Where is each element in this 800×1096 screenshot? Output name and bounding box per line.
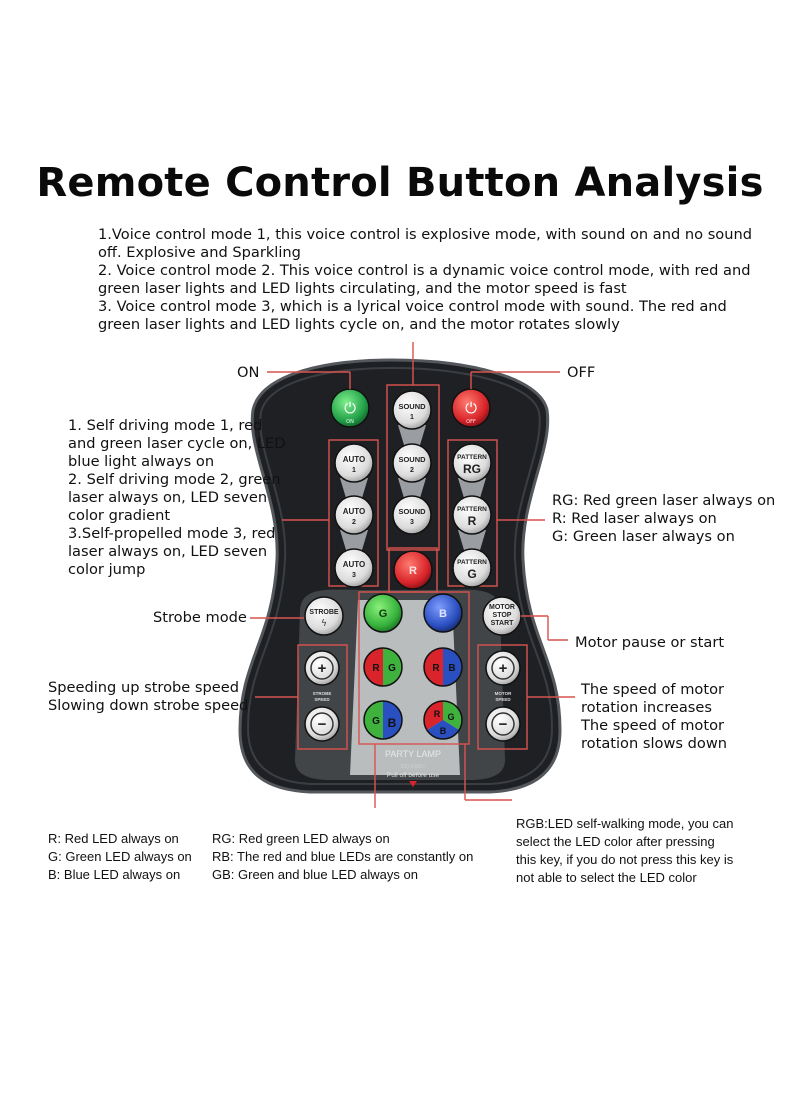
minus-icon: − — [499, 716, 508, 733]
svg-text:3: 3 — [410, 519, 414, 526]
svg-text:B: B — [439, 608, 447, 620]
strobe-speed-label-bottom: SPEED — [314, 697, 330, 702]
svg-text:SOUND: SOUND — [398, 402, 426, 411]
voice-mode-3-text: 3. Voice control mode 3, which is a lyri… — [98, 298, 727, 333]
svg-text:R: R — [468, 514, 477, 528]
page-title: Remote Control Button Analysis — [36, 160, 764, 206]
svg-text:B: B — [388, 716, 397, 730]
motor-pause-callout: Motor pause or start — [575, 634, 725, 651]
motor-speed-minus-button[interactable]: − — [485, 706, 521, 742]
motor-speed-label-bottom: SPEED — [495, 697, 511, 702]
pattern-rg-button[interactable]: PATTERN RG — [452, 443, 492, 483]
svg-text:R: R — [432, 663, 440, 674]
svg-text:R: R — [409, 565, 417, 577]
plus-icon: + — [318, 660, 327, 677]
motor-speed-label-top: MOTOR — [495, 691, 512, 696]
svg-text:B: B — [448, 663, 455, 674]
voice-mode-2-text: 2. Voice control mode 2. This voice cont… — [98, 262, 751, 297]
auto-3-button[interactable]: AUTO 3 — [334, 548, 374, 588]
pattern-g-button[interactable]: PATTERN G — [452, 548, 492, 588]
svg-text:AUTO: AUTO — [343, 560, 366, 569]
callout-lines — [250, 342, 575, 808]
led-rg-button[interactable]: R G — [363, 647, 403, 687]
power-icon: ⏻ — [465, 399, 477, 417]
led-rb-button[interactable]: R B — [423, 647, 463, 687]
svg-text:R: R — [434, 709, 441, 719]
led-single-callout: R: Red LED always on G: Green LED always… — [48, 831, 192, 882]
lightning-icon: ϟ — [321, 619, 327, 629]
led-b-button[interactable]: B — [423, 593, 463, 633]
self-driving-callout: 1. Self driving mode 1, red and green la… — [68, 417, 286, 578]
svg-text:G: G — [447, 712, 454, 722]
svg-text:MOTOR: MOTOR — [489, 604, 515, 611]
motor-speed-callout: The speed of motor rotation increases Th… — [581, 681, 728, 752]
pull-tab-arrow-icon — [409, 781, 417, 787]
off-button-sub-label: OFF — [466, 419, 476, 425]
svg-text:SOUND: SOUND — [398, 507, 426, 516]
svg-text:2: 2 — [352, 519, 356, 526]
voice-mode-1-text: 1.Voice control mode 1, this voice contr… — [98, 226, 753, 261]
on-button-sub-label: ON — [346, 419, 354, 425]
sound-3-button[interactable]: SOUND 3 — [392, 495, 432, 535]
svg-text:G: G — [372, 716, 380, 727]
on-button[interactable]: ⏻ ON — [330, 388, 370, 428]
minus-icon: − — [318, 716, 327, 733]
voice-mode-description: 1.Voice control mode 1, this voice contr… — [98, 226, 768, 334]
motor-speed-plus-button[interactable]: + — [485, 650, 521, 686]
led-rgb-button[interactable]: R G B — [423, 700, 463, 740]
motor-stop-start-button[interactable]: MOTOR STOP START — [482, 596, 522, 636]
svg-text:PATTERN: PATTERN — [457, 454, 487, 461]
svg-text:AUTO: AUTO — [343, 455, 366, 464]
strobe-speed-callout: Speeding up strobe speed Slowing down st… — [48, 679, 249, 714]
svg-text:G: G — [467, 567, 476, 581]
svg-text:STOP: STOP — [493, 612, 512, 619]
strobe-speed-minus-button[interactable]: − — [304, 706, 340, 742]
model-label: DQ-R99C — [401, 764, 425, 770]
svg-text:B: B — [440, 726, 447, 736]
auto-1-button[interactable]: AUTO 1 — [334, 443, 374, 483]
plus-icon: + — [499, 660, 508, 677]
led-g-button[interactable]: G — [363, 593, 403, 633]
remote-inner-rim — [246, 366, 554, 785]
svg-text:R: R — [372, 663, 380, 674]
strobe-speed-label-top: STROBE — [313, 691, 332, 696]
svg-text:1: 1 — [352, 467, 356, 474]
sound-1-button[interactable]: SOUND 1 — [392, 390, 432, 430]
pull-tab-label: Pull off before use — [387, 772, 440, 779]
svg-text:G: G — [388, 663, 396, 674]
pattern-callout: RG: Red green laser always on R: Red las… — [552, 492, 776, 545]
auto-2-button[interactable]: AUTO 2 — [334, 495, 374, 535]
svg-text:AUTO: AUTO — [343, 507, 366, 516]
sound-2-button[interactable]: SOUND 2 — [392, 443, 432, 483]
led-r-button[interactable]: R — [393, 550, 433, 590]
svg-text:RG: RG — [463, 462, 481, 476]
led-double-callout: RG: Red green LED always on RB: The red … — [212, 831, 474, 882]
svg-text:2: 2 — [410, 467, 414, 474]
svg-text:1: 1 — [410, 414, 414, 421]
rgb-mode-callout: RGB:LED self-walking mode, you can selec… — [516, 816, 734, 885]
svg-text:START: START — [491, 620, 515, 627]
power-icon: ⏻ — [344, 399, 356, 417]
led-gb-button[interactable]: G B — [363, 700, 403, 740]
svg-text:G: G — [379, 608, 388, 620]
strobe-mode-callout: Strobe mode — [153, 609, 247, 626]
off-callout: OFF — [567, 364, 596, 381]
on-callout: ON — [237, 364, 260, 381]
pattern-r-button[interactable]: PATTERN R — [452, 495, 492, 535]
svg-text:3: 3 — [352, 572, 356, 579]
strobe-button[interactable]: STROBE ϟ — [304, 596, 344, 636]
led-grid-frame — [358, 591, 470, 745]
strobe-speed-plus-button[interactable]: + — [304, 650, 340, 686]
off-button[interactable]: ⏻ OFF — [451, 388, 491, 428]
svg-text:PATTERN: PATTERN — [457, 506, 487, 513]
svg-text:PATTERN: PATTERN — [457, 559, 487, 566]
svg-text:STROBE: STROBE — [309, 609, 339, 616]
brand-label: PARTY LAMP — [385, 749, 441, 759]
svg-text:SOUND: SOUND — [398, 455, 426, 464]
